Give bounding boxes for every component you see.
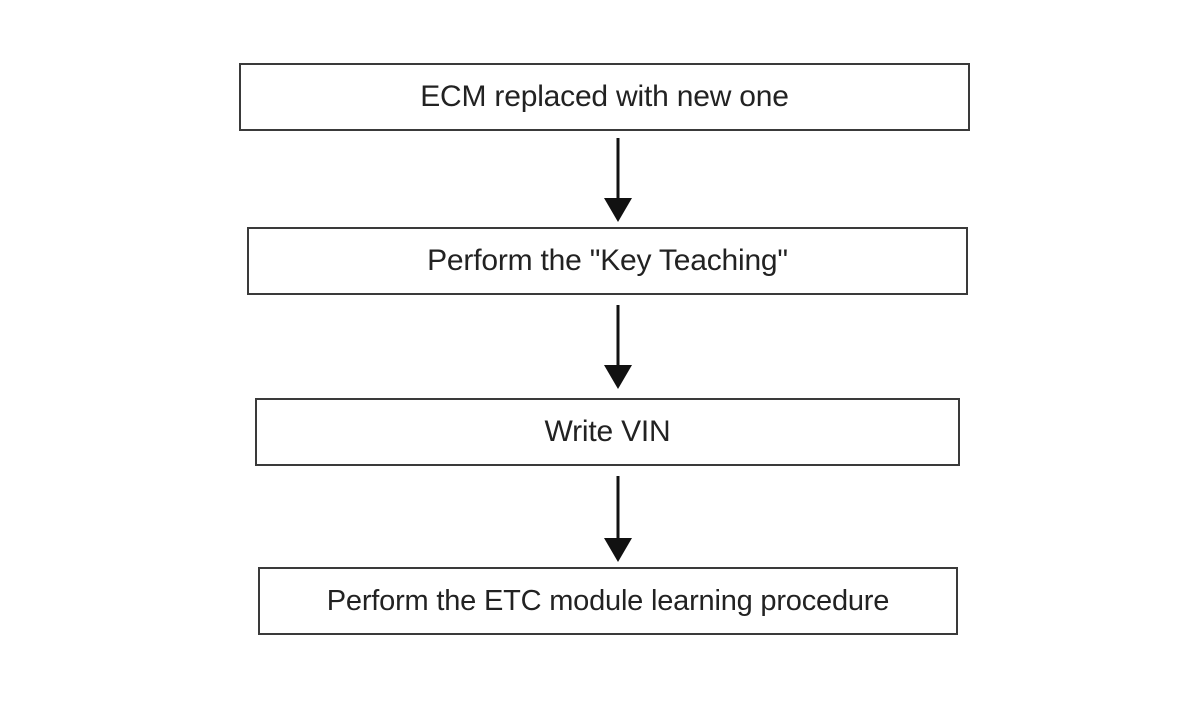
step-label: Perform the ETC module learning procedur… [326,584,890,617]
step-label: Write VIN [544,415,671,448]
step-box-ecm-replaced: ECM replaced with new one [239,63,970,131]
step-label: Perform the "Key Teaching" [427,244,788,277]
flow-arrow-3 [604,476,632,562]
step-label: ECM replaced with new one [420,80,789,113]
step-box-etc-learning: Perform the ETC module learning procedur… [258,567,958,635]
step-box-key-teaching: Perform the "Key Teaching" [247,227,968,295]
flow-arrow-2 [604,305,632,389]
step-box-write-vin: Write VIN [255,398,960,466]
flow-arrow-1 [604,138,632,222]
